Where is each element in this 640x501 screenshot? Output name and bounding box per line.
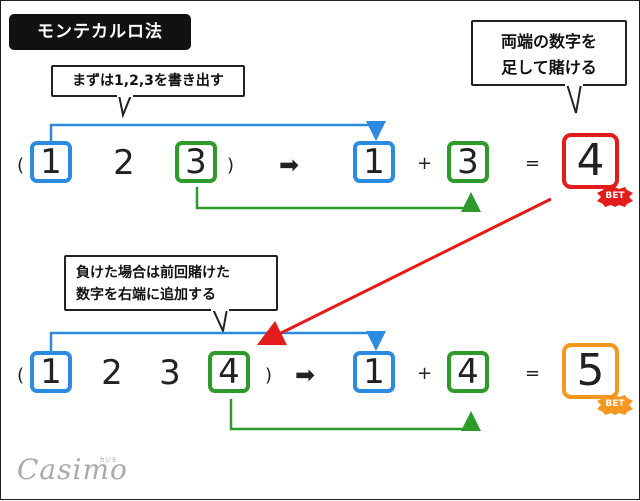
row2-bet-badge: BET xyxy=(597,395,633,415)
callout-step1-tail xyxy=(117,94,133,119)
row1-close-paren: ) xyxy=(227,155,235,176)
callout-bet-rule-line2: 足して賭ける xyxy=(501,58,597,77)
row2-seq-box-4: 4 xyxy=(208,351,250,393)
casimo-logo-sub: カジモ xyxy=(99,457,118,464)
row2-arrow-icon: ➡ xyxy=(295,361,316,389)
callout-bet-rule-line1: 両端の数字を xyxy=(500,32,597,51)
row2-bet-box: 5 xyxy=(562,343,619,399)
row1-bet-badge: BET xyxy=(597,187,633,207)
row2-close-paren: ) xyxy=(265,365,273,386)
row1-blue-connector xyxy=(49,121,386,141)
row2-open-paren: ( xyxy=(17,365,25,386)
callout-lose-rule-tail xyxy=(211,308,229,335)
row1-open-paren: ( xyxy=(17,155,25,176)
callout-lose-rule: 負けた場合は前回賭けた 数字を右端に追加する xyxy=(64,255,278,311)
row1-bet-badge-text: BET xyxy=(605,191,625,201)
red-carry-arrow xyxy=(256,197,552,346)
row1-seq-box-1: 1 xyxy=(30,141,72,183)
casimo-logo: Casimo xyxy=(17,453,128,486)
row2-equals: = xyxy=(525,363,541,384)
row2-bet-badge-text: BET xyxy=(605,399,625,409)
row1-seq-value-2: 2 xyxy=(113,143,135,183)
callout-step1-text: まずは1,2,3を書き出す xyxy=(72,73,224,89)
row2-plus: + xyxy=(417,363,433,384)
callout-lose-rule-line1: 負けた場合は前回賭けた xyxy=(76,265,230,281)
callout-bet-rule-tail xyxy=(565,83,583,114)
row1-green-connector xyxy=(195,187,481,212)
callout-lose-rule-line2: 数字を右端に追加する xyxy=(76,287,216,303)
row2-seq-value-3: 3 xyxy=(159,353,181,393)
row1-left-box: 1 xyxy=(353,141,395,183)
callout-bet-rule: 両端の数字を 足して賭ける xyxy=(471,20,627,86)
row1-right-box: 3 xyxy=(447,141,489,183)
row1-bet-box: 4 xyxy=(562,133,619,189)
row2-seq-value-2: 2 xyxy=(101,353,123,393)
row1-equals: = xyxy=(525,153,541,174)
page-title: モンテカルロ法 xyxy=(9,14,191,50)
row1-arrow-icon: ➡ xyxy=(279,151,300,179)
row2-right-box: 4 xyxy=(447,351,489,393)
row2-green-connector xyxy=(229,399,481,431)
row2-seq-box-1: 1 xyxy=(30,351,72,393)
row2-blue-connector xyxy=(49,331,386,351)
row1-seq-box-3: 3 xyxy=(175,141,217,183)
row1-plus: + xyxy=(417,153,433,174)
callout-step1: まずは1,2,3を書き出す xyxy=(51,65,245,97)
row2-left-box: 1 xyxy=(353,351,395,393)
